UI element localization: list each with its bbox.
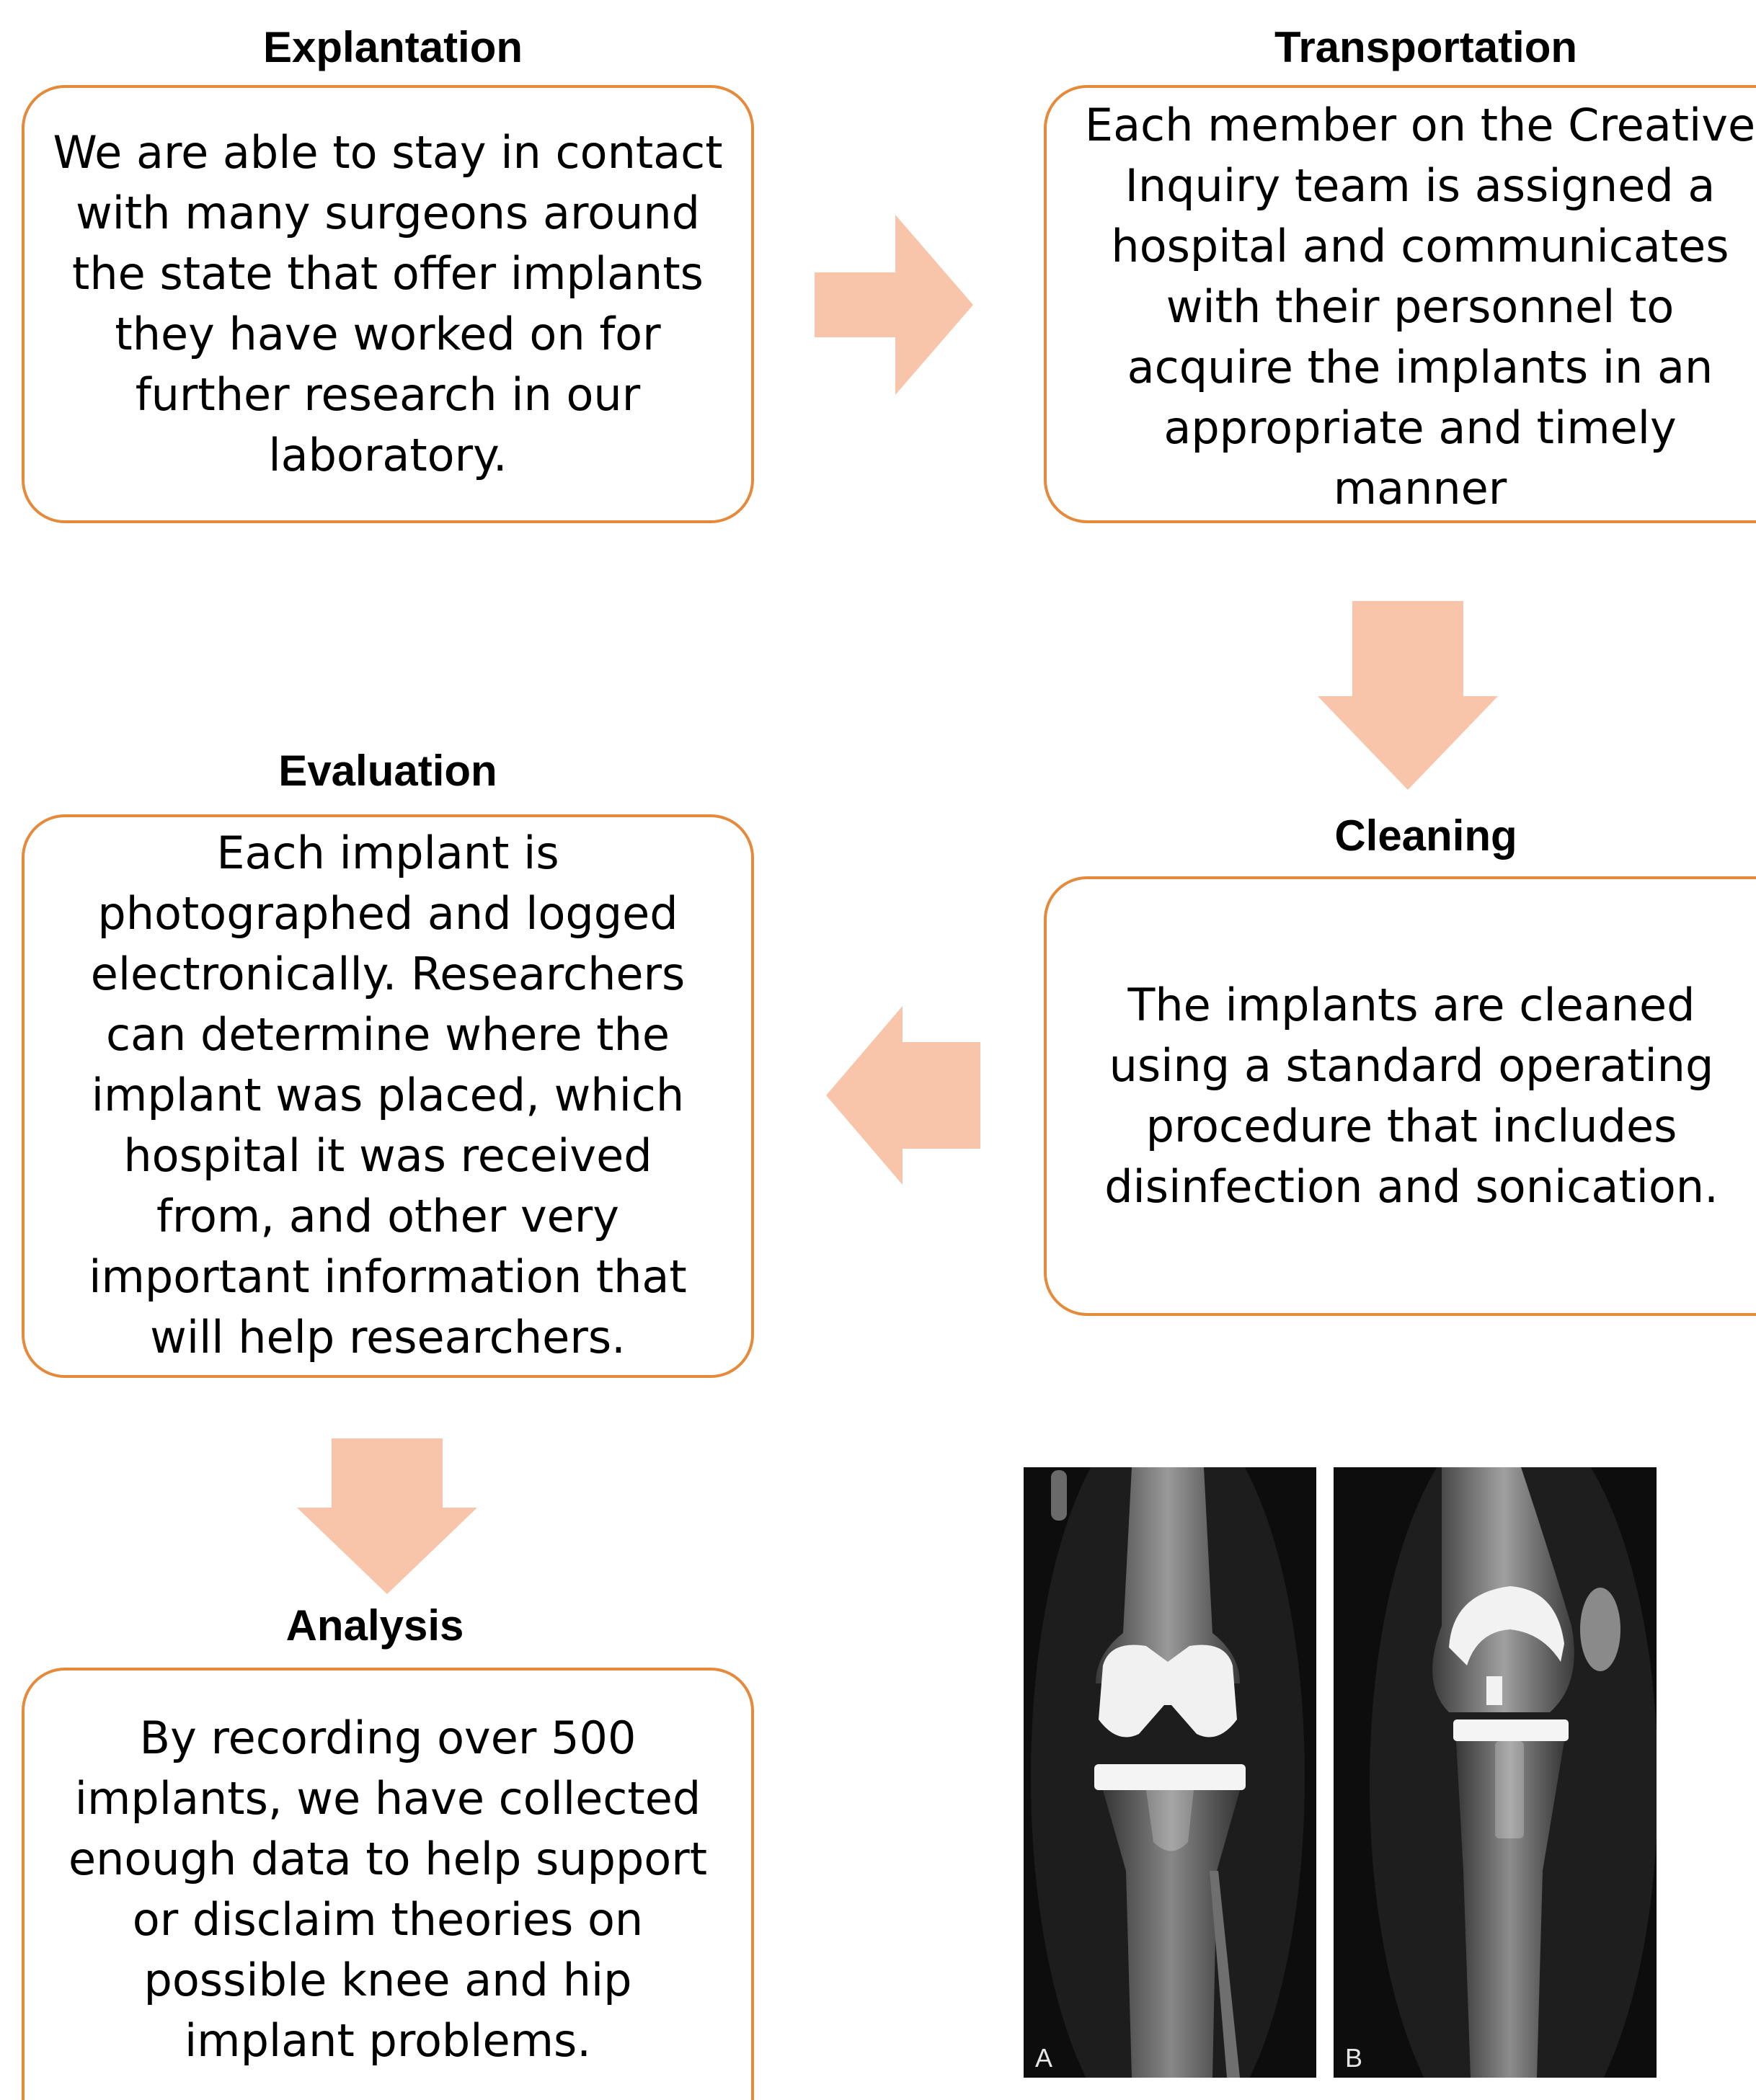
stage-text-analysis-line: implant problems.	[185, 2014, 591, 2067]
knee-xray-frontal-image: A	[1024, 1467, 1316, 2078]
stage-text-analysis-line: or disclaim theories on	[133, 1893, 643, 1946]
stage-text-evaluation-line: Each implant is	[216, 827, 559, 879]
arrow-down-transportation-to-cleaning	[1318, 601, 1498, 790]
knee-xray-lateral-image: B	[1334, 1467, 1657, 2078]
xray-panel-label-a: A	[1035, 2043, 1052, 2073]
stage-text-analysis-line: enough data to help support	[68, 1833, 707, 1885]
stage-text-explantation-line: laboratory.	[268, 429, 507, 481]
stage-text-explantation-line: the state that offer implants	[72, 247, 704, 300]
arrow-down-evaluation-to-analysis	[297, 1438, 477, 1594]
arrow-left-cleaning-to-evaluation	[826, 1006, 980, 1185]
stage-box-evaluation: Each implant is photographed and logged …	[22, 814, 754, 1378]
stage-text-evaluation-line: from, and other very	[156, 1190, 619, 1242]
stage-title-explantation: Explantation	[22, 26, 764, 69]
stage-text-explantation-line: We are able to stay in contact	[53, 126, 722, 179]
stage-text-evaluation-line: electronically. Researchers	[91, 948, 686, 1000]
stage-title-cleaning: Cleaning	[1044, 814, 1756, 858]
stage-box-analysis: By recording over 500 implants, we have …	[22, 1668, 754, 2100]
stage-text-transportation-line: Inquiry team is assigned a	[1125, 159, 1716, 212]
stage-text-transportation-line: with their personnel to	[1166, 280, 1675, 333]
stage-box-cleaning: The implants are cleaned using a standar…	[1044, 876, 1756, 1316]
stage-text-transportation-line: Each member on the Creative	[1085, 99, 1755, 151]
xray-panel-label-b: B	[1345, 2043, 1362, 2073]
stage-text-explantation-line: with many surgeons around	[76, 187, 700, 239]
stage-text-evaluation-line: important information that	[89, 1250, 686, 1303]
stage-text-transportation-line: manner	[1334, 462, 1507, 515]
stage-text-cleaning-line: procedure that includes	[1146, 1100, 1677, 1152]
stage-text-transportation-line: appropriate and timely	[1163, 401, 1676, 454]
arrow-right-explantation-to-transportation	[815, 215, 973, 395]
stage-text-explantation-line: further research in our	[136, 368, 640, 421]
stage-text-evaluation-line: will help researchers.	[150, 1311, 626, 1363]
stage-title-transportation: Transportation	[1044, 26, 1756, 69]
stage-text-cleaning-line: using a standard operating	[1109, 1039, 1714, 1092]
stage-text-cleaning-line: disinfection and sonication.	[1104, 1160, 1719, 1213]
stage-box-transportation: Each member on the Creative Inquiry team…	[1044, 85, 1756, 523]
stage-text-transportation-line: hospital and communicates	[1111, 220, 1729, 272]
stage-text-cleaning-line: The implants are cleaned	[1127, 979, 1695, 1031]
stage-text-analysis-line: implants, we have collected	[75, 1772, 701, 1825]
stage-text-explantation-line: they have worked on for	[115, 308, 660, 360]
stage-text-evaluation-line: photographed and logged	[97, 887, 678, 940]
stage-text-evaluation-line: implant was placed, which	[92, 1069, 684, 1121]
stage-title-evaluation: Evaluation	[22, 749, 754, 793]
stage-text-evaluation-line: can determine where the	[106, 1008, 670, 1061]
stage-text-analysis-line: possible knee and hip	[144, 1954, 632, 2006]
stage-text-evaluation-line: hospital it was received	[123, 1129, 652, 1182]
stage-text-analysis-line: By recording over 500	[140, 1712, 637, 1764]
stage-box-explantation: We are able to stay in contact with many…	[22, 85, 754, 523]
stage-text-transportation-line: acquire the implants in an	[1127, 341, 1713, 393]
stage-title-analysis: Analysis	[22, 1604, 728, 1647]
